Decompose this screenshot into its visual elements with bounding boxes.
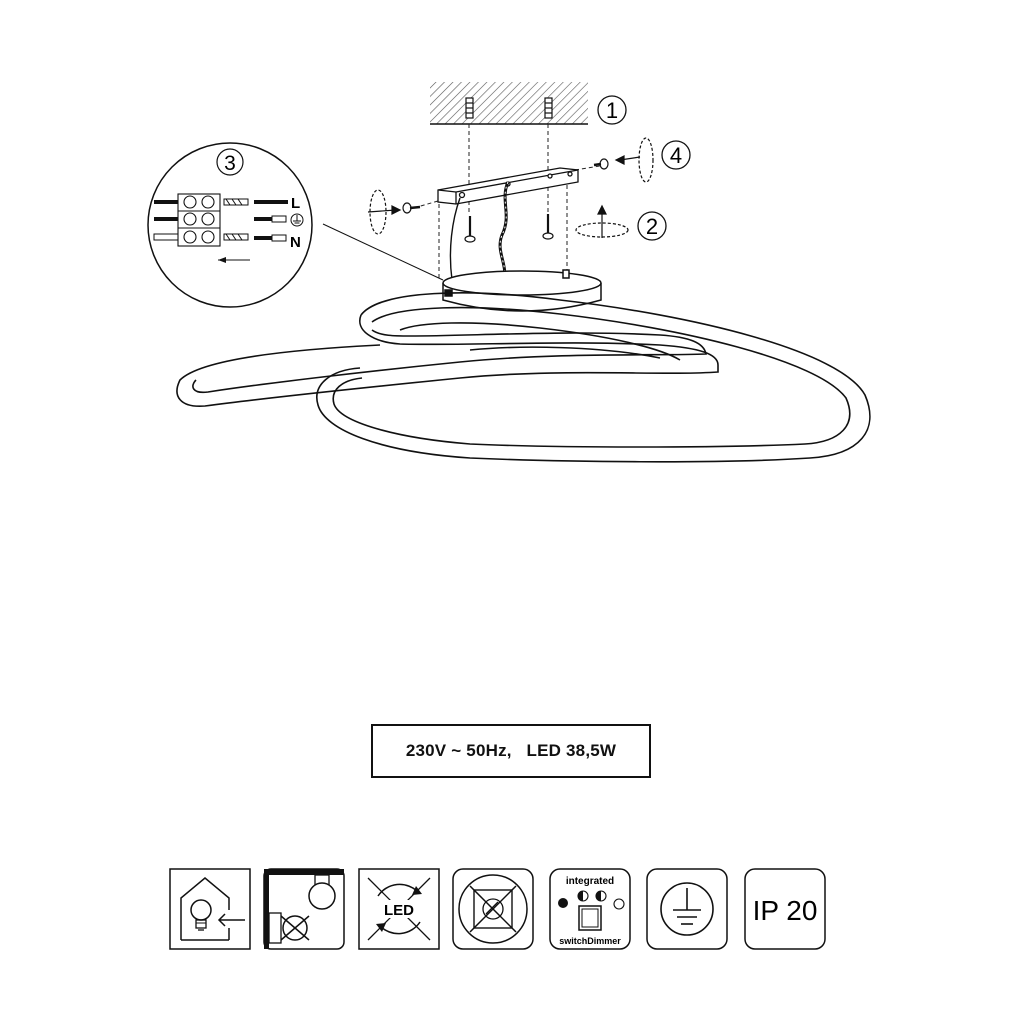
wiring-detail: 3 — [147, 142, 313, 308]
svg-text:2: 2 — [646, 214, 658, 239]
detail-leader — [322, 223, 444, 281]
rotate-arrow-step2 — [575, 204, 629, 238]
protective-earth-icon — [646, 868, 728, 950]
indoor-use-icon — [169, 868, 251, 950]
svg-text:3: 3 — [224, 152, 236, 175]
ceiling — [430, 82, 588, 125]
luminaire-rings — [176, 292, 871, 463]
wall-anchor-right — [544, 97, 553, 119]
no-dimming-icon — [452, 868, 534, 950]
svg-text:N: N — [290, 234, 301, 251]
svg-text:LED: LED — [384, 902, 414, 919]
callout-4: 4 — [661, 140, 691, 170]
canopy — [442, 269, 602, 312]
screw-left — [464, 216, 476, 243]
side-screw-right — [593, 158, 609, 170]
ip-rating-icon: IP 20 — [744, 868, 826, 950]
voltage-spec: 230V ~ 50Hz, — [405, 741, 512, 760]
replaceable-bulb-icon — [263, 868, 345, 950]
supply-cable — [449, 181, 510, 281]
svg-text:integrated: integrated — [566, 876, 614, 887]
svg-text:IP 20: IP 20 — [753, 895, 818, 926]
callout-1: 1 — [597, 95, 627, 125]
non-replaceable-led-icon: LED — [358, 868, 440, 950]
svg-text:L: L — [291, 195, 300, 212]
svg-text:switchDimmer: switchDimmer — [559, 936, 621, 946]
electrical-spec-box: 230V ~ 50Hz, LED 38,5W — [371, 724, 651, 778]
svg-text:1: 1 — [606, 98, 618, 123]
rotate-arrow-left — [367, 189, 402, 235]
screw-right — [542, 214, 554, 240]
power-spec: LED 38,5W — [526, 741, 617, 760]
switch-dimmer-icon: integrated switchDimmer — [549, 868, 631, 950]
wall-anchor-left — [465, 97, 474, 119]
rotate-arrow-step4 — [614, 137, 654, 183]
terminal-block — [177, 193, 221, 247]
side-screw-left — [402, 202, 421, 214]
assembly-diagram: 1 2 4 3 — [147, 82, 871, 463]
svg-text:4: 4 — [670, 143, 682, 168]
earth-symbol — [290, 213, 304, 227]
callout-2: 2 — [637, 211, 667, 241]
